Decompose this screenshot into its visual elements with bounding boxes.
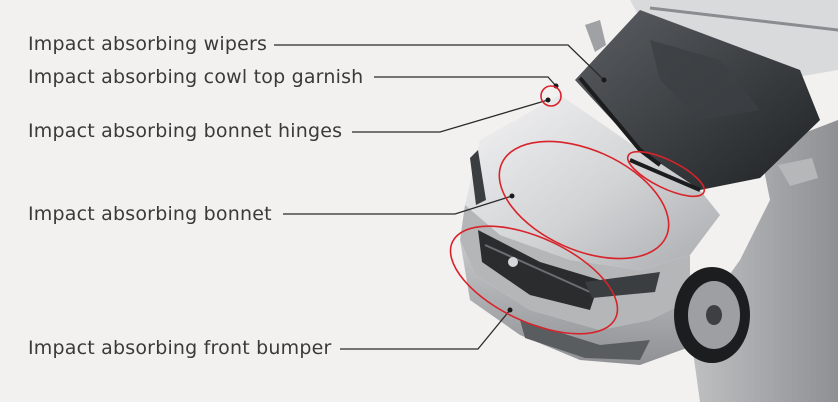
leader-lines (274, 44, 605, 350)
interior-hint (650, 40, 760, 120)
left-mirror (585, 20, 606, 52)
wiper-arm-right (629, 158, 701, 192)
label-bonnet: Impact absorbing bonnet (28, 203, 272, 225)
headlamp-left (470, 150, 486, 205)
label-front-bumper: Impact absorbing front bumper (28, 337, 332, 359)
leader-cowl (374, 76, 557, 87)
front-fascia (460, 205, 690, 330)
highlight-rings (449, 85, 706, 335)
wiper-arm-left (578, 76, 662, 167)
ring-bonnet (498, 140, 670, 260)
label-cowl-top-garnish: Impact absorbing cowl top garnish (28, 66, 364, 88)
leader-wipers (274, 44, 605, 81)
right-mirror (778, 158, 818, 186)
leader-bonnet (283, 195, 513, 215)
leader-bumper (340, 309, 511, 350)
label-wipers: Impact absorbing wipers (28, 33, 268, 55)
brand-emblem (508, 257, 518, 267)
ring-bonnet-hinge (540, 85, 562, 107)
bonnet-panel (465, 95, 720, 270)
ring-front-bumper (449, 225, 619, 335)
label-bonnet-hinges: Impact absorbing bonnet hinges (28, 120, 343, 142)
grille-bar (484, 244, 591, 293)
leader-hinges (352, 99, 549, 133)
roof-rail (649, 6, 838, 32)
ring-wiper (626, 150, 706, 198)
skid-plate (520, 320, 650, 360)
front-wheel-hub (706, 305, 722, 325)
car-roof (630, 0, 838, 80)
bumper-lower (460, 240, 695, 365)
headlamp-right (585, 272, 660, 298)
